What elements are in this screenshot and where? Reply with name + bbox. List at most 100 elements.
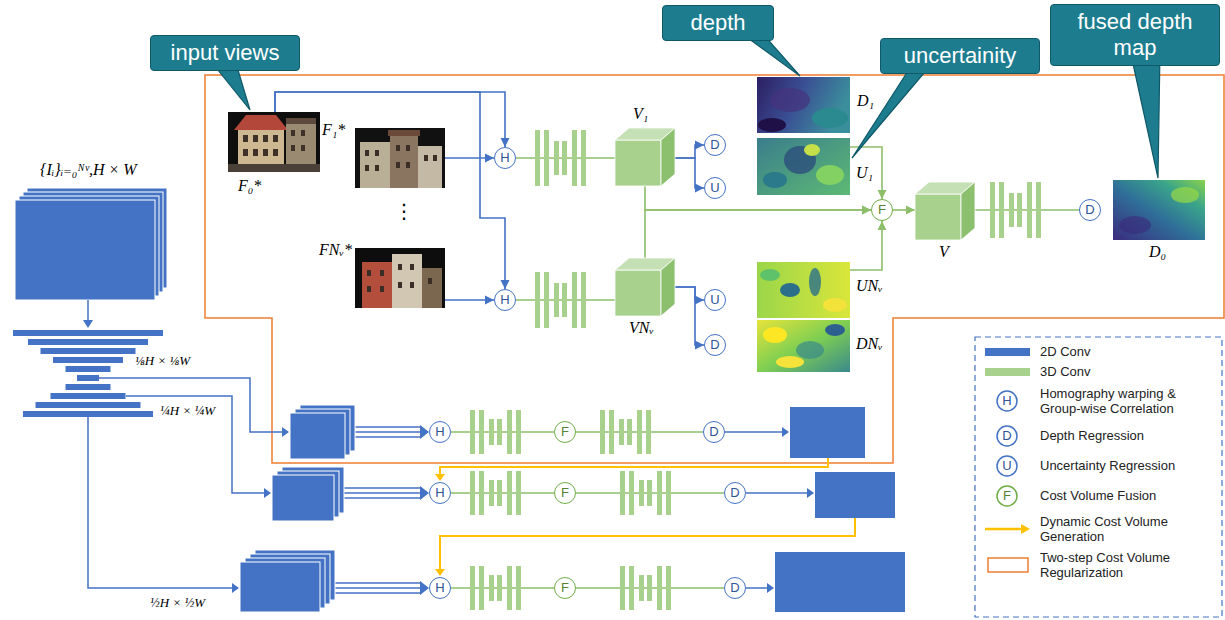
depth-map-image (757, 320, 850, 372)
figure-label: V (939, 242, 949, 262)
input-photo (418, 146, 442, 188)
input-photo (291, 130, 295, 136)
arrow-head (264, 488, 271, 498)
input-photo (286, 118, 316, 124)
operation-circle: D (724, 482, 746, 504)
input-photo (365, 150, 369, 156)
arrow-head (420, 581, 429, 595)
figure-panel: F₀* (228, 112, 320, 172)
feature-pyramid (13, 330, 163, 336)
legend-text: Two-step Cost Volume Regularization (1040, 550, 1215, 580)
output-depth-map (775, 552, 905, 612)
legend-letter: D (996, 427, 1018, 445)
operation-letter: H (430, 422, 450, 441)
input-photo (228, 112, 320, 172)
figure-panel: F₁* (355, 128, 445, 188)
input-photo (228, 164, 320, 172)
callout-pointer (210, 25, 1160, 178)
scale-label: ½H × ½W (150, 595, 205, 611)
cost-volume-cube (961, 182, 975, 240)
operation-circle: H (429, 482, 451, 504)
arrow-head (767, 583, 774, 593)
input-photo (367, 286, 371, 292)
conv-block (470, 566, 521, 610)
operation-circle: F (554, 482, 576, 504)
legend-swatch (985, 368, 1030, 376)
arrow-head (878, 190, 887, 199)
connector-line (451, 431, 554, 433)
arrow-head (695, 141, 704, 150)
legend-sample (997, 456, 1017, 476)
legend-letter: U (996, 457, 1018, 475)
feature-pyramid (28, 339, 148, 345)
operation-circle: H (494, 289, 516, 311)
arrow-head (485, 296, 494, 305)
input-photo (410, 282, 414, 288)
cost-volume-cube (661, 258, 675, 316)
figure-label: F₀* (238, 176, 261, 196)
output-depth-map (815, 472, 895, 518)
feature-arrow (336, 487, 422, 489)
connector-line (451, 492, 554, 494)
callout-text: uncertainity (889, 43, 1031, 69)
dynamic-arrow (440, 458, 855, 570)
connector (451, 432, 554, 433)
figure-panel: DNᵥ (757, 320, 850, 372)
figure-label: V₁ (633, 104, 648, 124)
operation-letter: F (555, 422, 575, 441)
arrow-head (906, 206, 915, 215)
scale-label: ⅛H × ⅛W (135, 353, 190, 369)
depth-map-image (757, 77, 1205, 372)
depth-map-image (812, 108, 848, 128)
connector (451, 588, 554, 589)
depth-map-image (809, 268, 821, 296)
callout-box: input views (150, 35, 300, 71)
figure-label: VNᵥ (629, 318, 654, 338)
regularization-region (205, 75, 1224, 463)
cost-volume-cube (615, 270, 661, 316)
input-photo (388, 130, 420, 136)
connector (445, 154, 494, 163)
input-photo (410, 264, 414, 270)
feature-pyramid (13, 330, 163, 417)
operation-circle: H (494, 147, 516, 169)
callout-text: fused depth map (1059, 9, 1211, 61)
dynamic-arrow-head (435, 569, 445, 576)
feature-map-stack (240, 562, 320, 612)
operation-circle: F (871, 199, 893, 221)
depth-map-image (823, 298, 847, 312)
feature-pyramid (66, 384, 111, 390)
ellipsis-mark: ⋮ (394, 199, 414, 224)
output-depth-map (775, 407, 905, 612)
arrow-head (501, 138, 510, 147)
conv-block (620, 471, 671, 515)
feature-arrow (347, 426, 422, 428)
callout-pointer (1130, 50, 1160, 178)
depth-map-image (757, 262, 850, 318)
feature-arrow (746, 492, 808, 494)
arrow-head (83, 320, 814, 595)
input-photo (243, 130, 305, 156)
feature-pyramid (51, 393, 126, 399)
input-image-stack (15, 188, 167, 300)
operation-circle: U (704, 289, 726, 311)
input-photo (243, 149, 248, 156)
input-photo (367, 270, 371, 276)
connector (675, 158, 704, 193)
legend-text: 3D Conv (1040, 364, 1215, 379)
legend-text: Uncertainty Regression (1040, 458, 1215, 473)
input-photo (424, 155, 428, 161)
operation-letter: H (430, 483, 450, 502)
callout-text: input views (159, 40, 291, 66)
feature-arrow (725, 431, 783, 433)
operation-letter: H (430, 578, 450, 597)
input-photo (355, 248, 445, 308)
depth-map-image (816, 165, 844, 185)
conv-block (470, 471, 521, 515)
figure-panel: U₁ (757, 138, 850, 195)
conv-block (535, 130, 586, 186)
depth-map-image (770, 88, 810, 112)
callout-box: fused depth map (1050, 4, 1220, 66)
legend-frame (975, 337, 1222, 617)
feature-pyramid (66, 366, 111, 372)
